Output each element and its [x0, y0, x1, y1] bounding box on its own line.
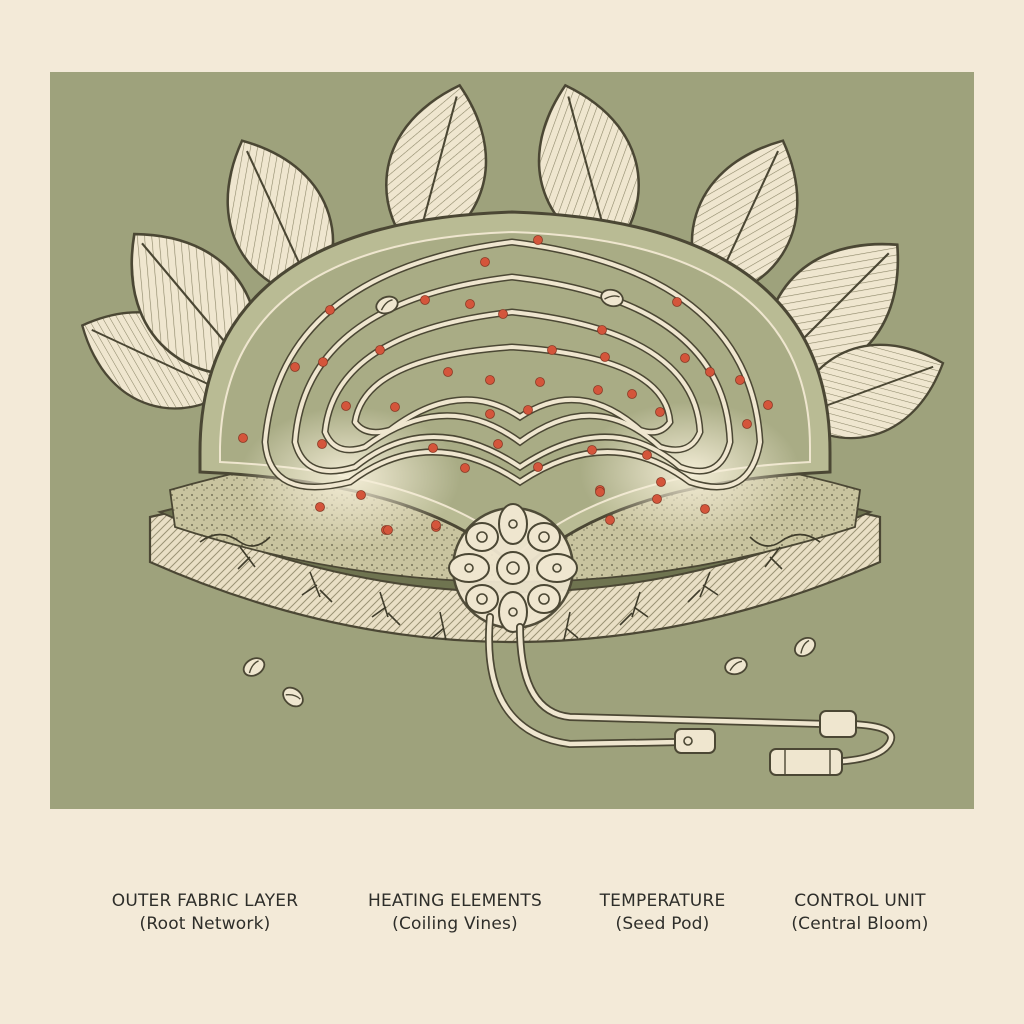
- control-unit-bloom: [448, 503, 578, 633]
- label-subtitle: (Seed Pod): [615, 914, 710, 934]
- heating-pad-illustration: [50, 72, 974, 809]
- label-title: HEATING ELEMENTS: [368, 891, 542, 911]
- label-outer-fabric-layer: OUTER FABRIC LAYER (Root Network): [95, 890, 315, 936]
- label-title: OUTER FABRIC LAYER: [111, 891, 299, 911]
- inline-switch: [674, 728, 716, 754]
- label-title: CONTROL UNIT: [794, 891, 926, 911]
- caption-labels: OUTER FABRIC LAYER (Root Network) HEATIN…: [0, 890, 1024, 950]
- label-subtitle: (Central Bloom): [791, 914, 929, 934]
- root-network: [199, 533, 821, 641]
- heating-elements: [261, 238, 764, 491]
- power-cord: [485, 613, 896, 776]
- label-temperature: TEMPERATURE (Seed Pod): [580, 890, 745, 936]
- label-subtitle: (Root Network): [139, 914, 271, 934]
- label-control-unit: CONTROL UNIT (Central Bloom): [765, 890, 955, 936]
- plug-connector: [769, 748, 843, 776]
- plug-connector: [819, 710, 857, 738]
- label-heating-elements: HEATING ELEMENTS (Coiling Vines): [350, 890, 560, 936]
- label-title: TEMPERATURE: [599, 891, 726, 911]
- warmth-dots: [238, 235, 773, 535]
- label-subtitle: (Coiling Vines): [392, 914, 518, 934]
